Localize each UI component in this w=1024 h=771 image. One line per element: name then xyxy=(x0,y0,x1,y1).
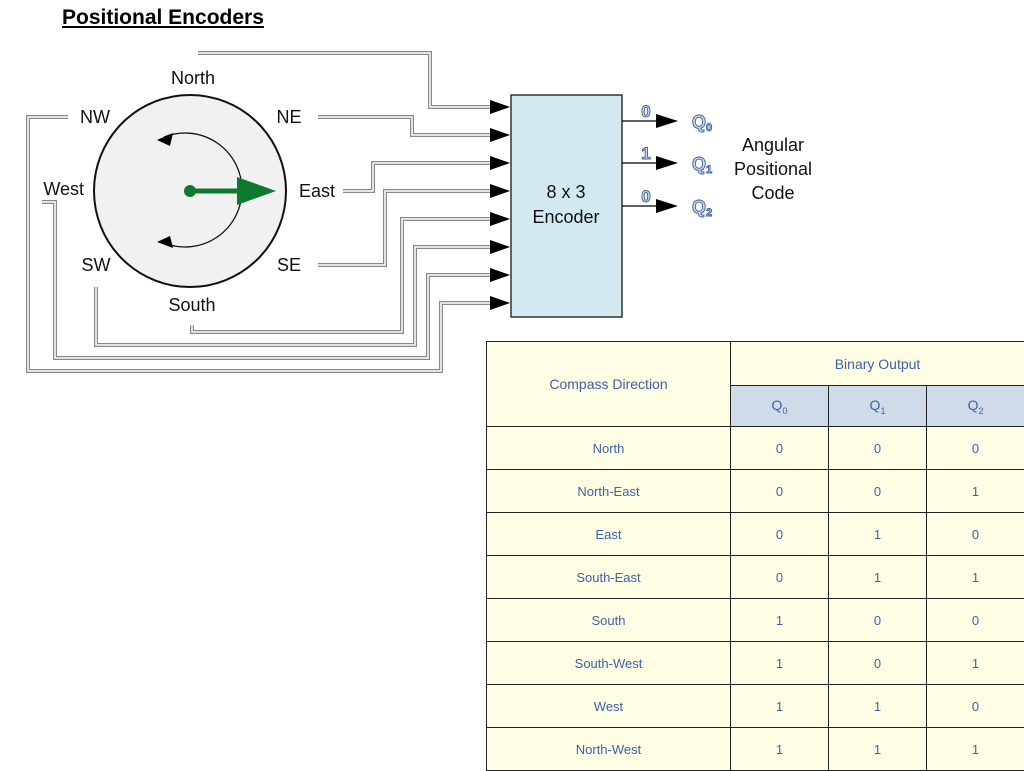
q2-cell: 1 xyxy=(927,642,1024,685)
q0-cell: 0 xyxy=(731,470,829,513)
direction-cell: North-West xyxy=(487,728,731,771)
q2-cell: 1 xyxy=(927,470,1024,513)
truth-table: Compass Direction Binary Output Q0 Q1 Q2… xyxy=(486,341,1024,771)
q2-cell: 1 xyxy=(927,728,1024,771)
code-label-line3: Code xyxy=(751,183,794,203)
encoder-diagram: North NE East SE South SW West NW 8 x 3 … xyxy=(0,0,1024,380)
q2-cell: 0 xyxy=(927,513,1024,556)
output-wires xyxy=(622,121,658,206)
direction-cell: East xyxy=(487,513,731,556)
q0-cell: 1 xyxy=(731,599,829,642)
q2-cell: 0 xyxy=(927,599,1024,642)
q1-cell: 0 xyxy=(829,642,927,685)
q1-cell: 1 xyxy=(829,728,927,771)
compass-east-label: East xyxy=(299,181,335,201)
direction-cell: South-East xyxy=(487,556,731,599)
direction-cell: South-West xyxy=(487,642,731,685)
direction-cell: North xyxy=(487,427,731,470)
header-compass-direction: Compass Direction xyxy=(487,342,731,427)
encoder-line2: Encoder xyxy=(532,207,599,227)
header-binary-output: Binary Output xyxy=(731,342,1024,386)
compass-ne-label: NE xyxy=(276,107,301,127)
compass-west-label: West xyxy=(43,179,84,199)
output-bit-q0: 0 xyxy=(641,102,650,121)
q0-cell: 1 xyxy=(731,642,829,685)
q1-cell: 1 xyxy=(829,556,927,599)
compass-se-label: SE xyxy=(277,255,301,275)
compass-south-label: South xyxy=(168,295,215,315)
q1-cell: 0 xyxy=(829,599,927,642)
code-label-line2: Positional xyxy=(734,159,812,179)
output-bit-q1: 1 xyxy=(641,144,650,163)
encoder-block xyxy=(511,95,622,317)
q1-cell: 0 xyxy=(829,470,927,513)
compass-sw-label: SW xyxy=(82,255,111,275)
q1-cell: 0 xyxy=(829,427,927,470)
q0-cell: 0 xyxy=(731,427,829,470)
output-label-q0: Q0 xyxy=(692,112,712,134)
code-label-line1: Angular xyxy=(742,135,804,155)
direction-cell: South xyxy=(487,599,731,642)
q0-cell: 1 xyxy=(731,685,829,728)
q0-cell: 0 xyxy=(731,556,829,599)
output-bit-q2: 0 xyxy=(641,187,650,206)
encoder-line1: 8 x 3 xyxy=(546,182,585,202)
header-q0: Q0 xyxy=(731,386,829,427)
compass-nw-label: NW xyxy=(80,107,110,127)
output-label-q1: Q1 xyxy=(692,154,712,176)
compass-north-label: North xyxy=(171,68,215,88)
q1-cell: 1 xyxy=(829,685,927,728)
q1-cell: 1 xyxy=(829,513,927,556)
q2-cell: 0 xyxy=(927,427,1024,470)
header-q2: Q2 xyxy=(927,386,1024,427)
q0-cell: 0 xyxy=(731,513,829,556)
q2-cell: 0 xyxy=(927,685,1024,728)
output-label-q2: Q2 xyxy=(692,197,712,219)
direction-cell: West xyxy=(487,685,731,728)
header-q1: Q1 xyxy=(829,386,927,427)
direction-cell: North-East xyxy=(487,470,731,513)
q0-cell: 1 xyxy=(731,728,829,771)
q2-cell: 1 xyxy=(927,556,1024,599)
